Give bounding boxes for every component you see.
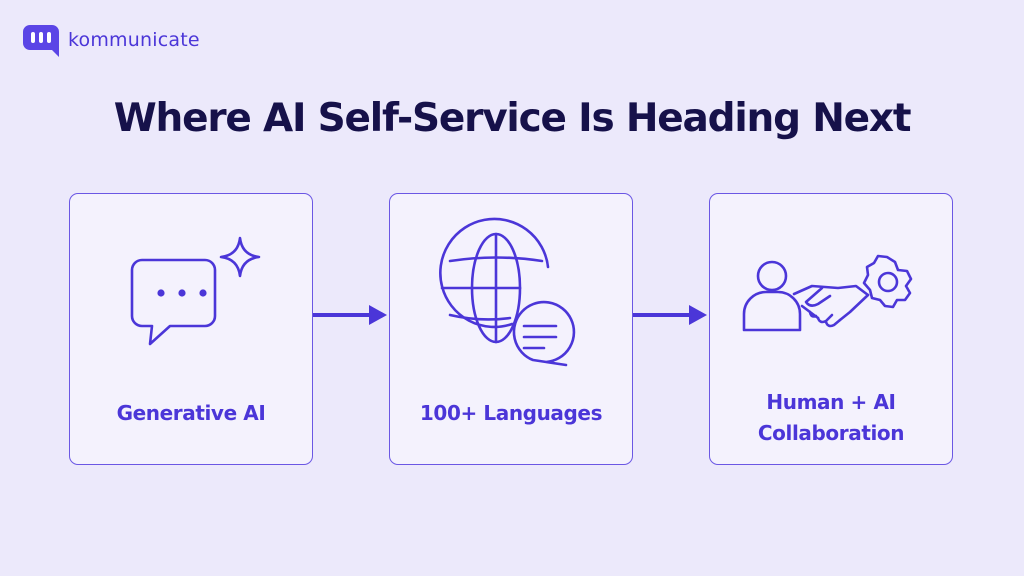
person-handshake-gear-icon [742, 254, 913, 332]
step-label-line: Collaboration [757, 421, 905, 445]
step-card-languages: 100+ Languages [389, 193, 633, 465]
brand-logo-icon [23, 25, 59, 57]
step-label: 100+ Languages [390, 398, 632, 429]
step-label-line: Generative AI [116, 401, 266, 425]
globe-speech-bubble-icon [439, 217, 576, 367]
chat-bubble-sparkle-icon [130, 236, 261, 346]
brand-name: kommunicate [68, 29, 200, 51]
step-card-human-ai: Human + AI Collaboration [709, 193, 953, 465]
flow-diagram: Generative AI 100+ Languages [69, 193, 955, 468]
page-title: Where AI Self-Service Is Heading Next [113, 96, 912, 141]
brand: kommunicate [22, 24, 200, 58]
arrow-right-icon [313, 305, 387, 325]
step-label: Human + AI Collaboration [710, 387, 952, 449]
step-label-line: 100+ Languages [419, 401, 603, 425]
step-label-line: Human + AI [766, 390, 896, 414]
step-label: Generative AI [70, 398, 312, 429]
step-card-generative-ai: Generative AI [69, 193, 313, 465]
arrow-right-icon [633, 305, 707, 325]
